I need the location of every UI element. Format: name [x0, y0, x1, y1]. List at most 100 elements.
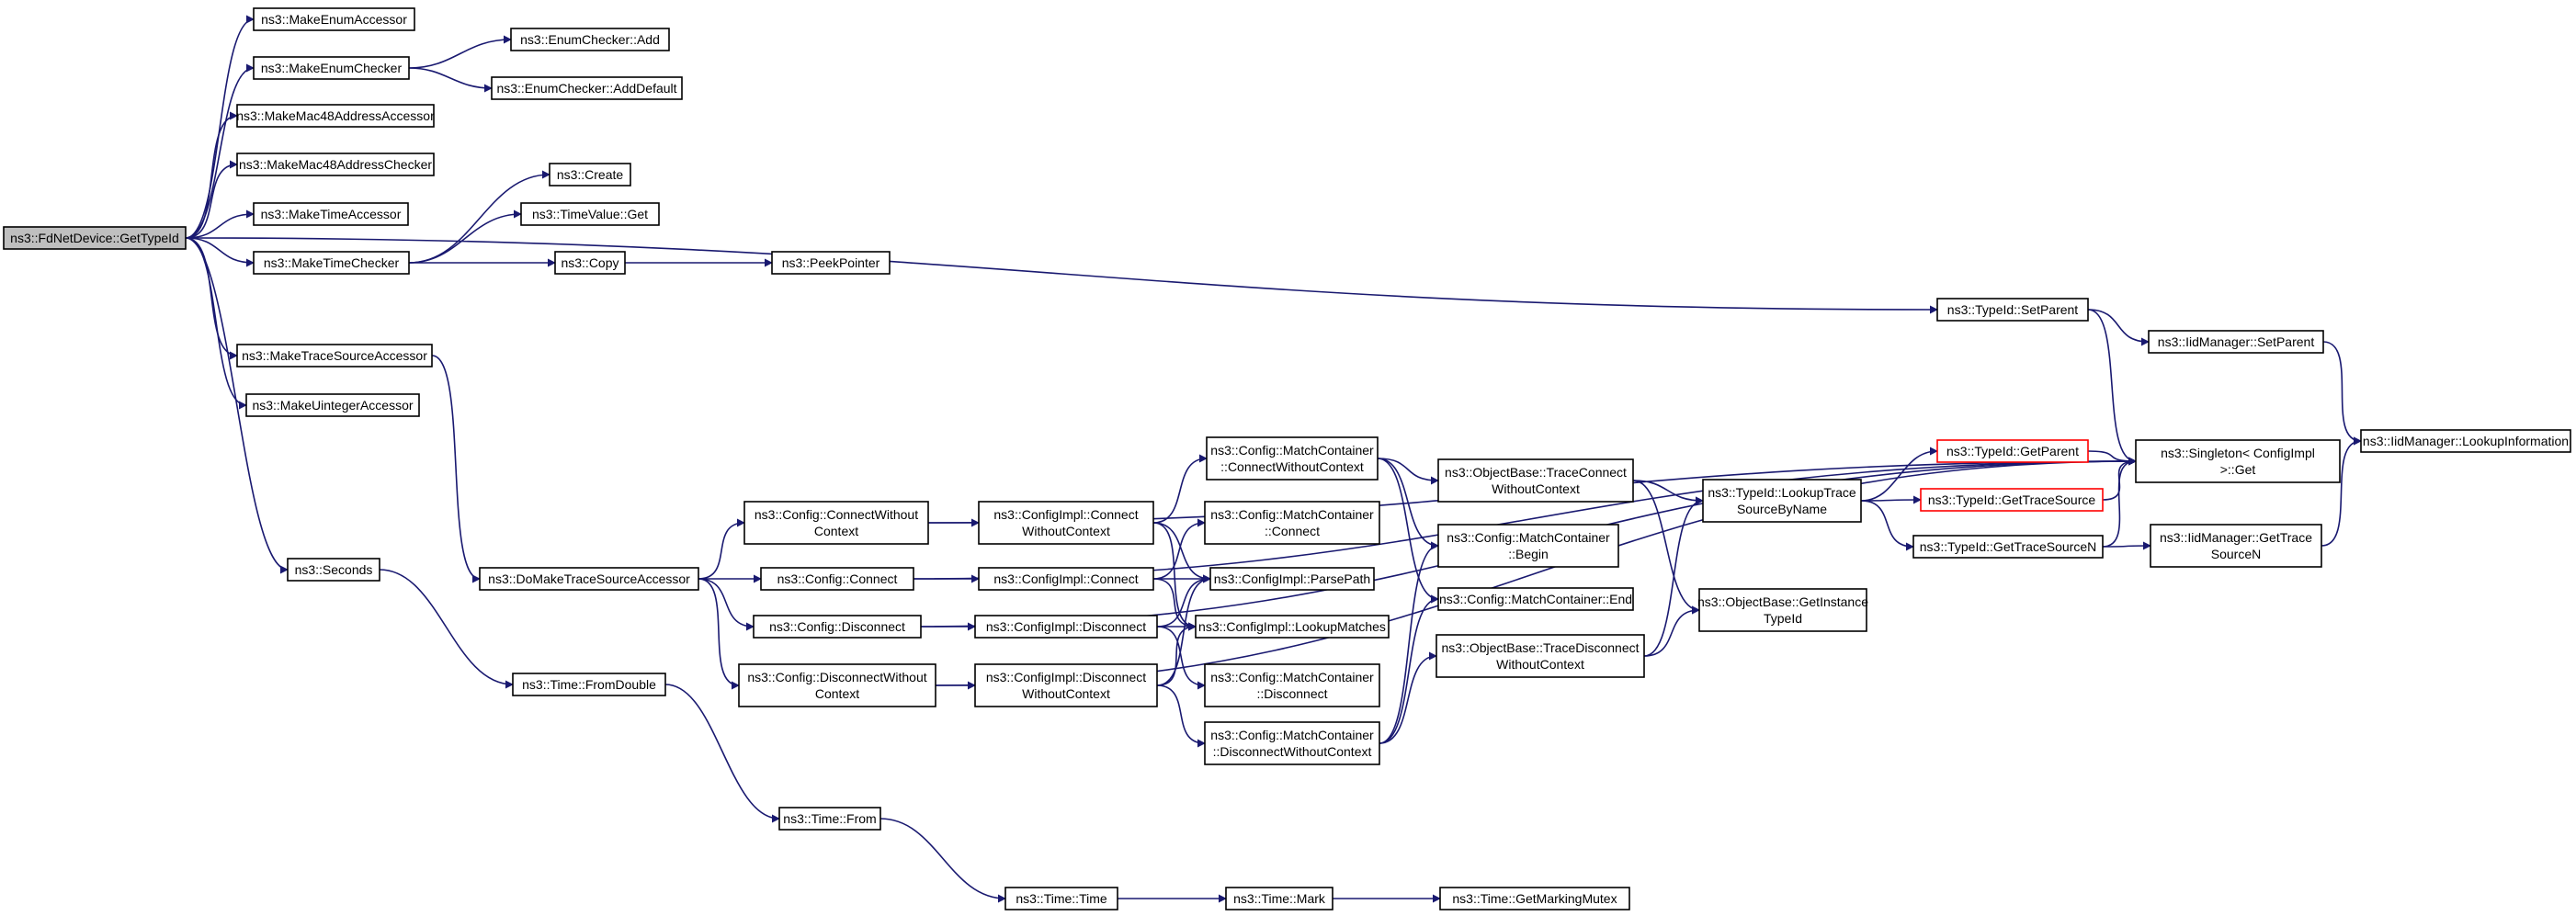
node-box	[554, 251, 626, 275]
edge-implDiscWO-to-mcDiscWO	[1156, 684, 1206, 748]
edge-tidGetParent-to-singleton	[2087, 450, 2137, 466]
node-box	[1936, 439, 2089, 463]
node-label: ns3::Copy	[561, 255, 618, 270]
node-peek[interactable]: ns3::PeekPointer	[771, 251, 891, 275]
node-getMarkingMutex[interactable]: ns3::Time::GetMarkingMutex	[1439, 887, 1630, 910]
node-label: ns3::MakeMac48AddressChecker	[239, 157, 432, 172]
node-iidGetTraceSourceN[interactable]: ns3::IidManager::GetTraceSourceN	[2150, 524, 2322, 568]
node-label: ::DisconnectWithoutContext	[1213, 744, 1372, 759]
node-tidGetTraceSource[interactable]: ns3::TypeId::GetTraceSource	[1920, 488, 2104, 512]
node-mkEnumChk[interactable]: ns3::MakeEnumChecker	[253, 56, 410, 80]
edge-implConnWO-to-mcConnWO	[1152, 454, 1208, 524]
node-mkTimeChk[interactable]: ns3::MakeTimeChecker	[253, 251, 410, 275]
node-box	[753, 615, 922, 639]
node-cfgDisc[interactable]: ns3::Config::Disconnect	[753, 615, 922, 639]
edge-root-to-tidSetParent	[185, 237, 1938, 314]
node-timeTime[interactable]: ns3::Time::Time	[1004, 887, 1118, 910]
node-create[interactable]: ns3::Create	[549, 163, 631, 187]
node-tidGetTraceSourceN[interactable]: ns3::TypeId::GetTraceSourceN	[1912, 535, 2104, 559]
node-label: ns3::Time::Time	[1016, 891, 1107, 906]
edge-seconds-to-fromDouble	[379, 569, 514, 689]
node-label: Context	[814, 524, 858, 538]
edge-doMake-to-cfgConnWO	[698, 518, 745, 580]
node-label: ns3::TypeId::GetTraceSource	[1928, 492, 2096, 507]
node-cfgConn[interactable]: ns3::Config::Connect	[760, 567, 914, 591]
edge-mcDiscWO-to-mcEnd	[1379, 594, 1439, 744]
node-tvGet[interactable]: ns3::TimeValue::Get	[520, 202, 660, 226]
node-box	[974, 615, 1158, 639]
node-doMake[interactable]: ns3::DoMakeTraceSourceAccessor	[479, 567, 699, 591]
node-timeFrom[interactable]: ns3::Time::From	[778, 807, 881, 831]
node-seconds[interactable]: ns3::Seconds	[287, 558, 380, 582]
node-mkTimeAcc[interactable]: ns3::MakeTimeAccessor	[253, 202, 409, 226]
node-mkMacChk[interactable]: ns3::MakeMac48AddressChecker	[236, 153, 435, 176]
node-label: ns3::ConfigImpl::ParsePath	[1214, 571, 1370, 586]
node-obTraceConnWO[interactable]: ns3::ObjectBase::TraceConnectWithoutCont…	[1437, 458, 1634, 503]
node-implDisc[interactable]: ns3::ConfigImpl::Disconnect	[974, 615, 1158, 639]
node-timeMark[interactable]: ns3::Time::Mark	[1225, 887, 1333, 910]
node-obTraceDiscWO[interactable]: ns3::ObjectBase::TraceDisconnectWithoutC…	[1436, 634, 1645, 678]
node-parsePath[interactable]: ns3::ConfigImpl::ParsePath	[1209, 567, 1375, 591]
node-root[interactable]: ns3::FdNetDevice::GetTypeId	[3, 226, 187, 250]
edge-obTraceDiscWO-to-lookupTraceByName	[1643, 496, 1704, 657]
node-label: ns3::Create	[557, 167, 624, 182]
node-box	[1439, 887, 1630, 910]
edge-implDiscWO-to-lookupMatches	[1156, 622, 1197, 686]
node-label: ns3::ObjectBase::GetInstance	[1697, 594, 1868, 609]
node-box	[978, 567, 1154, 591]
node-tidGetParent[interactable]: ns3::TypeId::GetParent	[1936, 439, 2089, 463]
node-implDiscWO[interactable]: ns3::ConfigImpl::DisconnectWithoutContex…	[974, 663, 1158, 707]
node-implConn[interactable]: ns3::ConfigImpl::Connect	[978, 567, 1154, 591]
node-box	[1204, 721, 1380, 765]
edge-obTraceConnWO-to-getInstanceTid	[1632, 480, 1700, 615]
edge-obTraceDiscWO-to-getInstanceTid	[1643, 605, 1700, 657]
node-label: ns3::ObjectBase::TraceConnect	[1445, 465, 1627, 480]
node-box	[1702, 479, 1862, 523]
edge-mcDiscWO-to-obTraceDiscWO	[1379, 651, 1437, 744]
node-mkMacAcc[interactable]: ns3::MakeMac48AddressAccessor	[236, 104, 435, 128]
node-box	[1204, 501, 1380, 545]
node-enumAddDef[interactable]: ns3::EnumChecker::AddDefault	[491, 76, 683, 100]
node-implConnWO[interactable]: ns3::ConfigImpl::ConnectWithoutContext	[978, 501, 1154, 545]
node-label: WithoutContext	[1496, 657, 1584, 672]
node-label: ns3::EnumChecker::AddDefault	[496, 81, 676, 96]
node-mcConnWO[interactable]: ns3::Config::MatchContainer::ConnectWith…	[1206, 436, 1379, 481]
node-label: ns3::Config::MatchContainer	[1210, 728, 1374, 742]
node-mkEnumAcc[interactable]: ns3::MakeEnumAccessor	[253, 7, 415, 31]
node-singleton[interactable]: ns3::Singleton< ConfigImpl >::Get	[2135, 439, 2341, 483]
node-lookupInfo[interactable]: ns3::IidManager::LookupInformation	[2360, 429, 2571, 453]
node-box	[2135, 439, 2341, 483]
node-mkTraceAcc[interactable]: ns3::MakeTraceSourceAccessor	[236, 344, 433, 368]
node-label: ns3::Config::MatchContainer::End	[1439, 592, 1632, 606]
node-label: TypeId	[1764, 611, 1802, 626]
node-lookupMatches[interactable]: ns3::ConfigImpl::LookupMatches	[1195, 615, 1390, 639]
node-mcBegin[interactable]: ns3::Config::MatchContainer::Begin	[1437, 524, 1619, 568]
node-label: Context	[815, 686, 859, 701]
node-mkUintAcc[interactable]: ns3::MakeUintegerAccessor	[245, 393, 420, 417]
node-copy[interactable]: ns3::Copy	[554, 251, 626, 275]
node-label: ns3::MakeEnumChecker	[261, 61, 403, 75]
edge-obTraceConnWO-to-lookupTraceByName	[1632, 480, 1704, 505]
edge-implDiscWO-to-parsePath	[1156, 574, 1211, 686]
node-enumAdd[interactable]: ns3::EnumChecker::Add	[510, 28, 670, 51]
node-label: ns3::DoMakeTraceSourceAccessor	[488, 571, 690, 586]
edge-root-to-mkEnumChk	[185, 63, 255, 239]
node-mcDisconnect[interactable]: ns3::Config::MatchContainer::Disconnect	[1204, 663, 1380, 707]
node-cfgConnWO[interactable]: ns3::Config::ConnectWithoutContext	[743, 501, 929, 545]
node-fromDouble[interactable]: ns3::Time::FromDouble	[512, 673, 666, 696]
node-mcConnect[interactable]: ns3::Config::MatchContainer::Connect	[1204, 501, 1380, 545]
node-label: ns3::TypeId::GetTraceSourceN	[1920, 539, 2096, 554]
node-mcDiscWO[interactable]: ns3::Config::MatchContainer::DisconnectW…	[1204, 721, 1380, 765]
node-mcEnd[interactable]: ns3::Config::MatchContainer::End	[1437, 587, 1634, 611]
node-box	[1698, 588, 1867, 632]
node-box	[491, 76, 683, 100]
node-iidSetParent[interactable]: ns3::IidManager::SetParent	[2148, 330, 2324, 354]
node-tidSetParent[interactable]: ns3::TypeId::SetParent	[1936, 298, 2089, 322]
node-label: ns3::Config::DisconnectWithout	[747, 670, 926, 684]
node-box	[2148, 330, 2324, 354]
node-cfgDiscWO[interactable]: ns3::Config::DisconnectWithoutContext	[738, 663, 936, 707]
edge-implConnWO-to-parsePath	[1152, 522, 1211, 583]
